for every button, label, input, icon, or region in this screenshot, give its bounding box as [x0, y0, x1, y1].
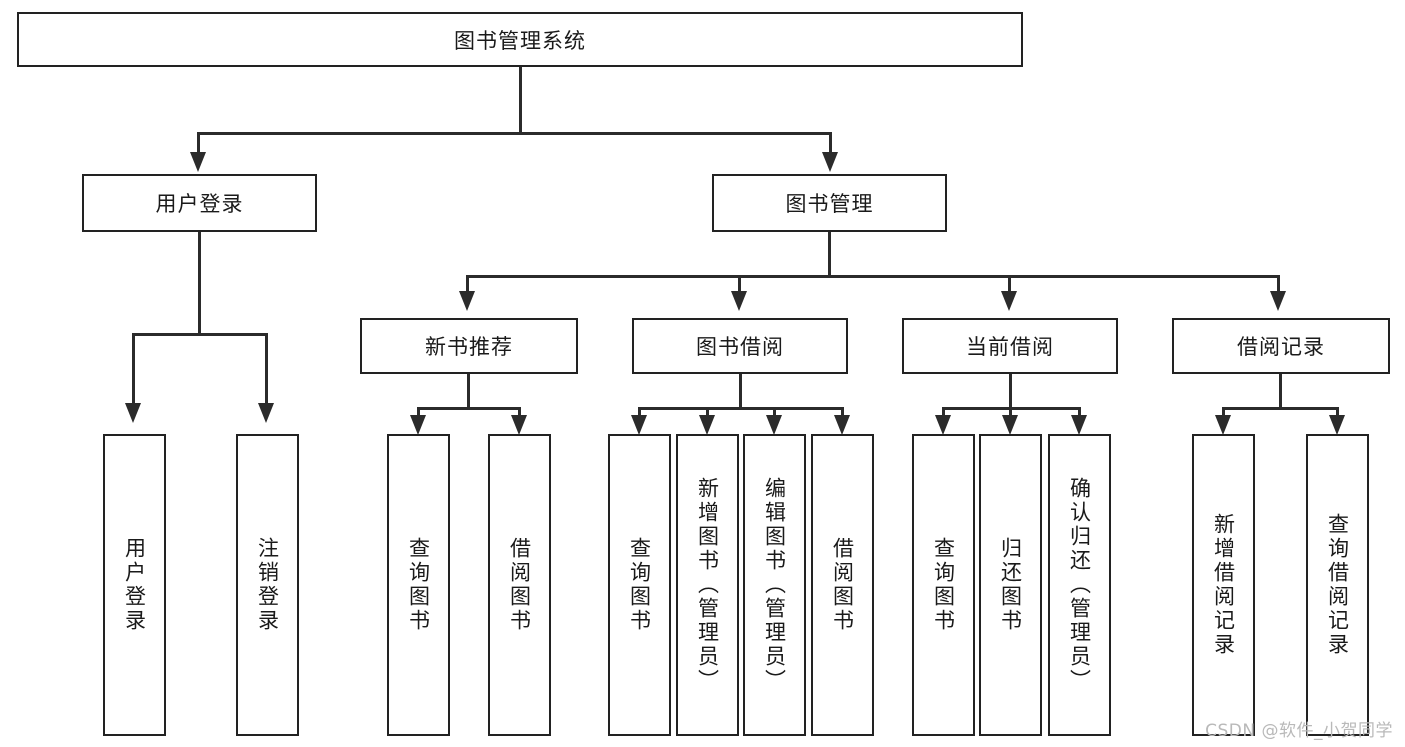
connector-new-book-stem	[467, 374, 470, 409]
connector-book-borrow-leaf1	[638, 407, 641, 417]
node-borrow-record-label: 借阅记录	[1237, 335, 1325, 359]
connector-user-login-leaf2	[265, 333, 268, 405]
arrow-bm-to-current-borrow	[1001, 291, 1017, 311]
node-book-borrow-label: 图书借阅	[696, 335, 784, 359]
arrow-root-to-user-login	[190, 152, 206, 172]
connector-current-borrow-stem	[1009, 374, 1012, 409]
connector-bm-to-borrow-record	[1277, 275, 1280, 293]
node-leaf-confirm-return[interactable]: 确认归还（管理员）	[1048, 434, 1111, 736]
connector-new-book-leaf1	[417, 407, 420, 417]
node-leaf-borrow-book-2[interactable]: 借阅图书	[811, 434, 874, 736]
connector-bm-to-book-borrow	[738, 275, 741, 293]
connector-borrow-record-leaf2	[1336, 407, 1339, 417]
node-leaf-edit-book-label: 编辑图书（管理员）	[762, 477, 787, 693]
arrow-bm-to-book-borrow	[731, 291, 747, 311]
node-leaf-query-book-2-label: 查询图书	[627, 537, 652, 633]
connector-user-login-bus	[132, 333, 268, 336]
node-leaf-query-book-1[interactable]: 查询图书	[387, 434, 450, 736]
connector-borrow-record-leaf1	[1222, 407, 1225, 417]
node-leaf-query-book-2[interactable]: 查询图书	[608, 434, 671, 736]
node-current-borrow-label: 当前借阅	[966, 335, 1054, 359]
node-leaf-user-logout[interactable]: 注销登录	[236, 434, 299, 736]
node-new-book-recommend[interactable]: 新书推荐	[360, 318, 578, 374]
arrow-borrow-record-leaf2	[1329, 415, 1345, 435]
node-leaf-query-record[interactable]: 查询借阅记录	[1306, 434, 1369, 736]
connector-book-borrow-bus	[638, 407, 844, 410]
node-current-borrow[interactable]: 当前借阅	[902, 318, 1118, 374]
connector-book-borrow-stem	[739, 374, 742, 409]
connector-user-login-leaf1	[132, 333, 135, 405]
node-root[interactable]: 图书管理系统	[17, 12, 1023, 67]
connector-root-to-user-login	[197, 132, 200, 154]
node-user-login-label: 用户登录	[155, 192, 244, 216]
connector-book-management-stem	[828, 232, 831, 277]
node-root-label: 图书管理系统	[454, 28, 586, 53]
node-leaf-confirm-return-label: 确认归还（管理员）	[1067, 477, 1092, 693]
node-leaf-borrow-book-1[interactable]: 借阅图书	[488, 434, 551, 736]
node-leaf-borrow-book-2-label: 借阅图书	[830, 537, 855, 633]
node-leaf-user-login[interactable]: 用户登录	[103, 434, 166, 736]
connector-borrow-record-stem	[1279, 374, 1282, 409]
connector-root-stem	[519, 67, 522, 134]
node-user-login[interactable]: 用户登录	[82, 174, 317, 232]
arrow-book-borrow-leaf3	[766, 415, 782, 435]
arrow-root-to-book-management	[822, 152, 838, 172]
connector-current-borrow-leaf1	[942, 407, 945, 417]
connector-book-borrow-leaf2	[706, 407, 709, 417]
connector-root-to-book-management	[829, 132, 832, 154]
node-borrow-record[interactable]: 借阅记录	[1172, 318, 1390, 374]
arrow-book-borrow-leaf1	[631, 415, 647, 435]
arrow-bm-to-borrow-record	[1270, 291, 1286, 311]
node-leaf-add-record-label: 新增借阅记录	[1211, 513, 1236, 657]
connector-bm-to-new-book	[466, 275, 469, 293]
node-leaf-query-book-3-label: 查询图书	[931, 537, 956, 633]
connector-borrow-record-bus	[1222, 407, 1339, 410]
arrow-book-borrow-leaf2	[699, 415, 715, 435]
arrow-borrow-record-leaf1	[1215, 415, 1231, 435]
arrow-new-book-leaf1	[410, 415, 426, 435]
node-book-borrow[interactable]: 图书借阅	[632, 318, 848, 374]
connector-book-management-bus	[466, 275, 1280, 278]
node-leaf-borrow-book-1-label: 借阅图书	[507, 537, 532, 633]
node-leaf-add-record[interactable]: 新增借阅记录	[1192, 434, 1255, 736]
node-book-management[interactable]: 图书管理	[712, 174, 947, 232]
node-leaf-add-book[interactable]: 新增图书（管理员）	[676, 434, 739, 736]
node-leaf-query-book-1-label: 查询图书	[406, 537, 431, 633]
arrow-bm-to-new-book	[459, 291, 475, 311]
arrow-user-login-leaf1	[125, 403, 141, 423]
arrow-book-borrow-leaf4	[834, 415, 850, 435]
connector-new-book-leaf2	[518, 407, 521, 417]
arrow-current-borrow-leaf1	[935, 415, 951, 435]
connector-book-borrow-leaf4	[841, 407, 844, 417]
node-leaf-return-book[interactable]: 归还图书	[979, 434, 1042, 736]
node-leaf-edit-book[interactable]: 编辑图书（管理员）	[743, 434, 806, 736]
connector-current-borrow-leaf2	[1009, 407, 1012, 417]
arrow-new-book-leaf2	[511, 415, 527, 435]
connector-new-book-bus	[417, 407, 521, 410]
connector-current-borrow-leaf3	[1078, 407, 1081, 417]
node-leaf-user-logout-label: 注销登录	[255, 537, 280, 633]
node-leaf-return-book-label: 归还图书	[998, 537, 1023, 633]
node-leaf-user-login-label: 用户登录	[122, 537, 147, 633]
connector-root-bus	[197, 132, 832, 135]
connector-bm-to-current-borrow	[1008, 275, 1011, 293]
node-new-book-recommend-label: 新书推荐	[425, 335, 513, 359]
watermark: CSDN @软件_小贺同学	[1205, 721, 1393, 741]
arrow-current-borrow-leaf2	[1002, 415, 1018, 435]
node-leaf-add-book-label: 新增图书（管理员）	[695, 477, 720, 693]
node-book-management-label: 图书管理	[785, 192, 874, 216]
connector-user-login-stem	[198, 232, 201, 335]
node-leaf-query-book-3[interactable]: 查询图书	[912, 434, 975, 736]
arrow-user-login-leaf2	[258, 403, 274, 423]
node-leaf-query-record-label: 查询借阅记录	[1325, 513, 1350, 657]
arrow-current-borrow-leaf3	[1071, 415, 1087, 435]
connector-book-borrow-leaf3	[773, 407, 776, 417]
